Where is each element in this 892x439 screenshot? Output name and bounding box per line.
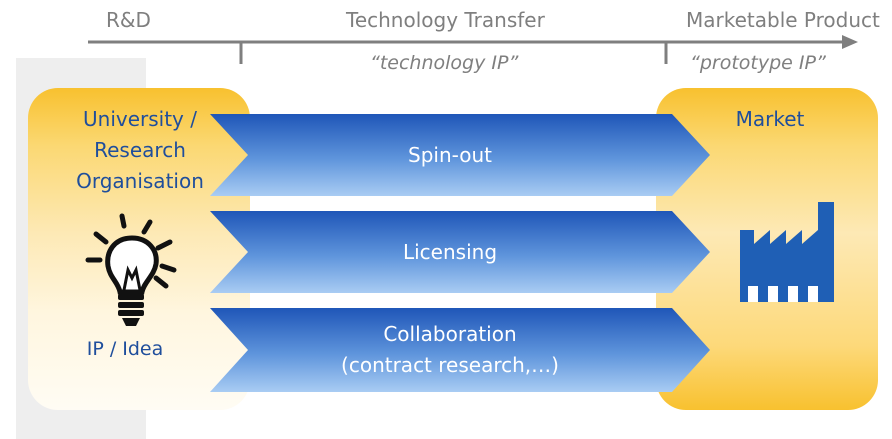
spin-out-arrow: [210, 114, 710, 196]
stage-marketable-product-label: Marketable Product: [686, 8, 880, 32]
university-title-line-1: University /: [83, 107, 197, 131]
university-title: University / Research Organisation: [40, 104, 240, 197]
ip-idea-caption: IP / Idea: [86, 338, 164, 360]
stage-rnd-label: R&D: [106, 8, 151, 32]
licensing-label: Licensing: [402, 240, 498, 264]
licensing-arrow: [210, 211, 710, 293]
prototype-ip-label: “prototype IP”: [690, 52, 826, 74]
technology-ip-label: “technology IP”: [370, 52, 519, 74]
stage-technology-transfer-label: Technology Transfer: [346, 8, 545, 32]
collaboration-label: Collaboration (contract research,…): [300, 319, 600, 381]
university-title-line-2: Research: [94, 138, 186, 162]
collaboration-label-line-1: Collaboration: [383, 322, 517, 346]
university-title-line-3: Organisation: [76, 169, 204, 193]
factory-icon: [740, 202, 834, 302]
market-title: Market: [735, 107, 805, 131]
spin-out-label: Spin-out: [408, 143, 492, 167]
collaboration-label-line-2: (contract research,…): [341, 353, 559, 377]
timeline-axis: [88, 35, 858, 64]
collaboration-arrow: [210, 308, 710, 392]
lightbulb-icon: [85, 213, 177, 326]
